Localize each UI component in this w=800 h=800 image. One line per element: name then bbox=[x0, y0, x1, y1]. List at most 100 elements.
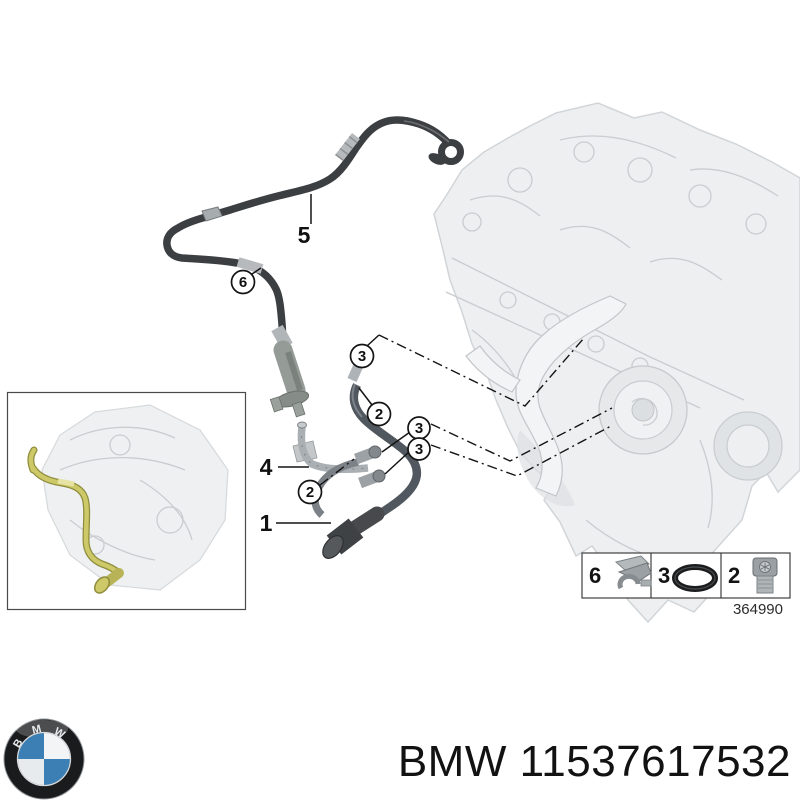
screw-threads bbox=[758, 579, 772, 589]
callout-label-1: 1 bbox=[260, 510, 273, 536]
coolant-line-1 bbox=[311, 351, 422, 559]
engine-detail-line bbox=[649, 257, 723, 281]
leader-line-6 bbox=[251, 267, 262, 275]
engine-detail-line bbox=[469, 195, 541, 217]
dashdot-line-3c bbox=[430, 425, 612, 477]
callout-label-4: 4 bbox=[260, 454, 273, 480]
crank-ring-edge bbox=[713, 411, 783, 481]
logo-quarters bbox=[16, 731, 72, 787]
legend-cell-screw: 2 bbox=[728, 557, 778, 594]
callout-labels: 5 4 1 6 3 2 3 3 2 bbox=[230, 222, 431, 536]
pipe-4-end bbox=[297, 421, 307, 429]
engine-detail-hole bbox=[587, 335, 605, 353]
callout-number: 3 bbox=[358, 348, 366, 365]
callout-label-5: 5 bbox=[298, 222, 311, 248]
connector-foot bbox=[269, 396, 284, 413]
legend-box: 6 3 2 bbox=[581, 552, 791, 599]
legend-number: 3 bbox=[658, 563, 670, 588]
hose-6-connector bbox=[269, 340, 310, 418]
engine-detail-hole bbox=[745, 213, 767, 235]
elbow-bend bbox=[344, 506, 385, 538]
elbow-cap bbox=[322, 535, 344, 559]
logo-quarter-blue bbox=[18, 733, 44, 759]
engine-illustration bbox=[433, 102, 800, 624]
dashdot-line-2b bbox=[319, 458, 355, 486]
turbocharger bbox=[598, 365, 688, 455]
connector-shade bbox=[285, 351, 303, 391]
bmw-logo: B M W bbox=[3, 718, 85, 800]
rubber-elbow bbox=[322, 506, 385, 559]
inset-detail-line bbox=[59, 456, 186, 471]
logo-letter-m: M bbox=[31, 723, 43, 737]
engine-detail-hole bbox=[499, 291, 517, 309]
callout-circle bbox=[349, 343, 375, 369]
diagram-code: 364990 bbox=[733, 601, 783, 618]
banjo-fitting-upper bbox=[354, 445, 382, 465]
legend-number: 6 bbox=[589, 563, 601, 588]
inset-detail-hole bbox=[156, 506, 184, 534]
hose-sleeve bbox=[236, 257, 264, 274]
callout-number: 3 bbox=[415, 420, 423, 437]
clip-ring bbox=[617, 573, 641, 590]
turbo-swirl bbox=[631, 397, 658, 426]
engine-detail-hole bbox=[462, 212, 482, 232]
logo-quarter-blue bbox=[44, 759, 70, 785]
hose-end-loop bbox=[438, 139, 464, 165]
hose-highlight bbox=[403, 120, 450, 143]
pipe-4-path bbox=[297, 426, 369, 473]
highlighted-hose bbox=[27, 446, 124, 594]
callout-number: 3 bbox=[415, 441, 423, 458]
hose-loop-bracket bbox=[428, 153, 446, 165]
logo-quarter-white bbox=[44, 733, 70, 759]
logo-inner-ring bbox=[16, 731, 72, 787]
inset-detail-line bbox=[69, 426, 176, 441]
inset-detail-line bbox=[139, 479, 193, 541]
callout-circle-6: 6 bbox=[230, 269, 256, 295]
leader-line-3b bbox=[381, 431, 411, 453]
o-ring-icon bbox=[672, 564, 718, 592]
callout-circle-3-upper: 3 bbox=[349, 343, 375, 369]
engine-detail-line bbox=[689, 168, 779, 197]
intake-manifold bbox=[515, 295, 627, 497]
crank-opening bbox=[713, 411, 783, 481]
logo-quarter-white bbox=[18, 759, 44, 785]
callout-circle bbox=[366, 401, 392, 427]
highlighted-hose-sleeve bbox=[57, 478, 75, 487]
intake-manifold-arm bbox=[465, 345, 521, 393]
legend-cell-clip: 6 bbox=[589, 555, 652, 590]
callout-number: 2 bbox=[375, 406, 383, 423]
crank-ring bbox=[713, 411, 783, 481]
coolant-hose-5-6 bbox=[163, 116, 464, 418]
leader-line-2a bbox=[358, 387, 373, 406]
screw-plug-icon bbox=[752, 557, 778, 594]
callout-circle-2-upper: 2 bbox=[366, 401, 392, 427]
callout-circle-3-lower: 3 bbox=[407, 437, 431, 461]
callout-number: 2 bbox=[306, 484, 314, 501]
line-1-highlight bbox=[351, 383, 363, 418]
hose-sleeve-edge bbox=[335, 132, 360, 162]
dashdot-line-3b bbox=[430, 407, 613, 462]
inset-detail-line bbox=[69, 519, 156, 561]
engine-detail-hole bbox=[507, 167, 533, 193]
callout-circle bbox=[407, 437, 431, 461]
legend-number: 2 bbox=[728, 563, 740, 588]
turbo-hub bbox=[631, 398, 655, 422]
part-title: BMW 11537617532 bbox=[398, 737, 791, 786]
clip-foot bbox=[640, 579, 652, 587]
engine-detail-line bbox=[699, 439, 713, 529]
callout-number: 6 bbox=[239, 274, 247, 291]
callout-circle bbox=[230, 269, 256, 295]
legend-cell-oring: 3 bbox=[658, 563, 718, 592]
callout-leaders bbox=[251, 194, 613, 524]
callout-circle-3-mid: 3 bbox=[407, 416, 431, 440]
engine-detail-hole bbox=[573, 141, 595, 163]
inset-thumbnail bbox=[6, 391, 247, 611]
connector-foot bbox=[291, 401, 306, 418]
coolant-pipe-4 bbox=[292, 421, 369, 473]
engine-detail-line bbox=[559, 225, 631, 249]
leader-line-3c bbox=[384, 450, 411, 475]
highlighted-elbow-cap bbox=[93, 576, 111, 594]
engine-detail-hole bbox=[627, 157, 653, 183]
o-ring-shine bbox=[674, 566, 716, 590]
